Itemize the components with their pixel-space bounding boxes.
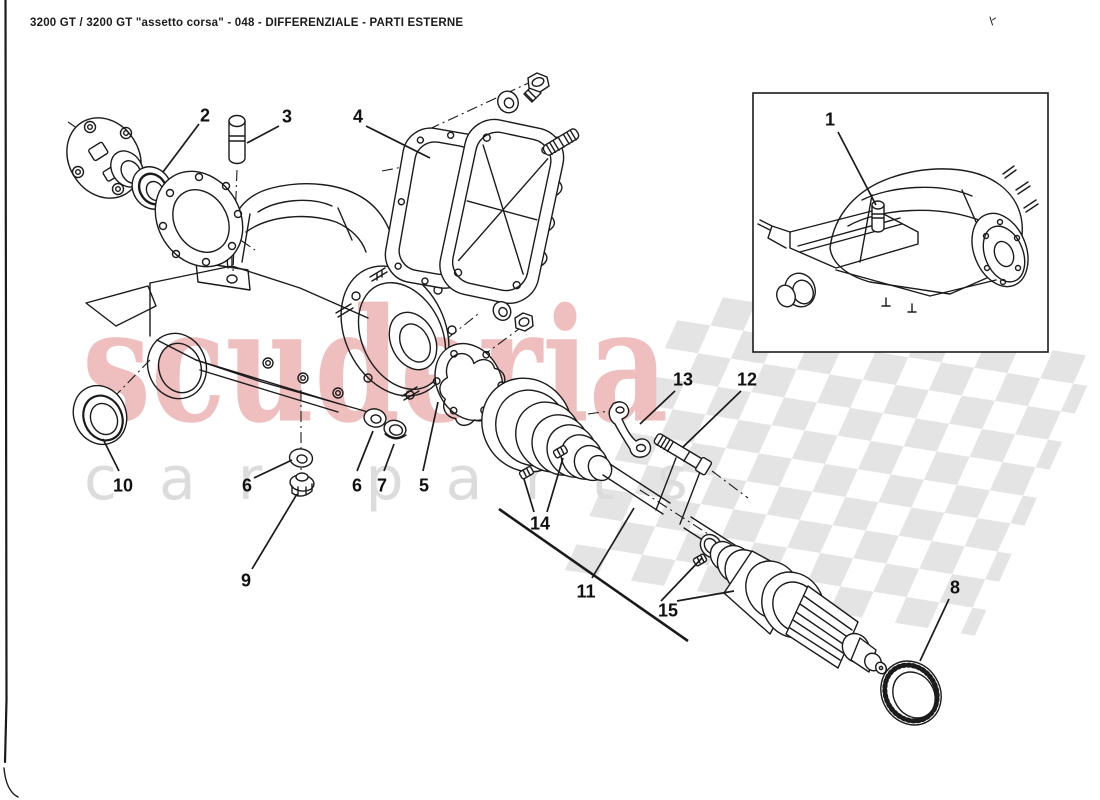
cover-bolt: [523, 72, 550, 103]
inset-breather: [871, 200, 885, 233]
cover-stud: [542, 128, 580, 156]
callout-13: 13: [672, 369, 694, 390]
callout-11: 11: [576, 581, 596, 602]
callout-5: 5: [418, 475, 430, 496]
housing-bolt-bosses: [262, 357, 344, 399]
callout-3: 3: [281, 106, 293, 127]
leader-lines: [102, 123, 950, 662]
inset-assembled-view: [752, 92, 1049, 353]
callout-8: 8: [949, 577, 961, 598]
breather-valve: [228, 114, 246, 165]
input-yoke-flange: [66, 117, 144, 199]
page-title: 3200 GT / 3200 GT "assetto corsa" - 048 …: [30, 17, 464, 29]
rear-cover: [439, 118, 565, 304]
stud-12: [653, 433, 713, 476]
callout-4: 4: [352, 106, 364, 127]
callout-6b: 6: [241, 475, 253, 496]
callout-14: 14: [529, 513, 551, 534]
retainer-lever: [608, 401, 652, 458]
callout-9: 9: [240, 570, 252, 591]
boot-clamp: [518, 445, 569, 480]
spline-ring: [880, 660, 942, 726]
differential-housing: [85, 183, 457, 413]
front-gasket: [154, 170, 244, 268]
drain-plug-9: [289, 472, 315, 497]
flange-nut: [514, 312, 534, 332]
splined-shaft: [785, 585, 887, 675]
housing-front-bore: [146, 332, 208, 400]
inner-cv-joint-boot: [481, 377, 613, 482]
callout-2: 2: [199, 105, 211, 126]
callout-7: 7: [376, 475, 388, 496]
callout-15: 15: [657, 600, 679, 621]
callout-6a: 6: [351, 475, 363, 496]
page-border-line: [3, 0, 996, 798]
washer-6a: [363, 408, 387, 428]
housing-side-flange: [335, 263, 457, 401]
outer-cv-joint: [692, 533, 942, 726]
callout-1: 1: [824, 109, 836, 130]
cover-washer: [497, 90, 519, 114]
washer-6b: [288, 448, 314, 468]
plug-7: [383, 419, 407, 440]
side-seal: [72, 384, 128, 446]
callout-12: 12: [736, 369, 758, 390]
callout-10: 10: [112, 475, 134, 496]
flange-washer: [492, 301, 512, 321]
